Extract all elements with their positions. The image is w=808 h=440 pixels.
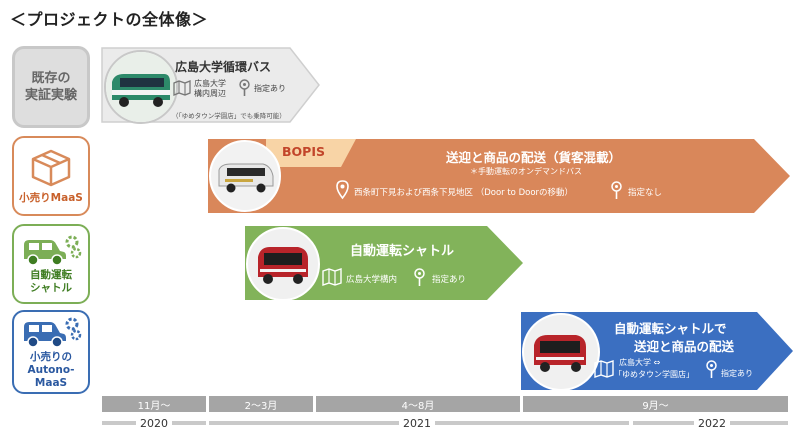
bus-stop-icon (611, 181, 622, 199)
photo-autono-shuttle (522, 313, 600, 391)
category-label-line2: 実証実験 (24, 88, 77, 103)
category-label: 小売りMaaS (19, 191, 83, 204)
category-existing-trial: 既存の 実証実験 (12, 46, 90, 128)
bopis-tag: BOPIS (282, 144, 325, 159)
map-icon (322, 268, 342, 286)
shuttle-location: 広島大学構内 (346, 275, 398, 285)
photo-shuttle (246, 227, 320, 301)
photo-bopis-van (209, 140, 281, 212)
bus-location-line2: 構内周辺 (194, 89, 226, 98)
autono-location-line2: 「ゆめタウン学園店」 (614, 370, 694, 379)
photo-university-bus (104, 50, 178, 124)
map-icon (173, 80, 191, 96)
timeline-period: 4～8月 (316, 396, 520, 412)
bopis-stop-text: 指定なし (628, 188, 663, 198)
banner-bopis-arrow (208, 139, 790, 213)
category-label-line1: 自動運転 (30, 269, 72, 281)
timeline-period: 9月～ (523, 396, 788, 412)
autono-title-line2: 送迎と商品の配送 (634, 339, 735, 354)
bopis-location: 西条町下見および西条下見地区 （Door to Doorの移動） (354, 188, 574, 198)
bopis-title: 送迎と商品の配送（貨客混載） (446, 150, 622, 165)
van-gears-icon (24, 317, 82, 348)
page-title: ＜プロジェクトの全体像＞ (10, 10, 209, 29)
shuttle-image (524, 315, 598, 389)
category-retail-maas: 小売りMaaS (12, 136, 90, 216)
bus-image (106, 52, 176, 122)
bus-stop-icon (414, 268, 425, 286)
timeline-period: 2～3月 (209, 396, 313, 412)
bopis-subtitle: ＊手動運転のオンデマンドバス (470, 167, 582, 176)
box-icon (31, 149, 71, 186)
category-label-line1: 既存の (31, 71, 71, 86)
timeline-period: 11月～ (102, 396, 206, 412)
bus-title: 広島大学循環バス (175, 60, 272, 74)
bus-stop-text: 指定あり (254, 84, 286, 93)
van-gears-icon (24, 235, 82, 266)
bus-note: （「ゆめタウン学園店」でも乗降可能） (172, 112, 286, 120)
category-retail-autono-maas: 小売りの Autono-MaaS (12, 310, 90, 394)
category-label-line1: 小売りの (30, 350, 72, 363)
year-label: 2021 (399, 417, 435, 430)
autono-title-line1: 自動運転シャトルで (614, 321, 727, 336)
category-label-line2: Autono-MaaS (27, 363, 75, 389)
autono-stop-text: 指定あり (721, 369, 753, 378)
category-autonomous-shuttle: 自動運転 シャトル (12, 224, 90, 304)
van-image (211, 142, 279, 210)
shuttle-stop-text: 指定あり (432, 275, 467, 285)
location-pin-icon (336, 180, 349, 200)
category-label-line2: シャトル (30, 282, 72, 294)
shuttle-title: 自動運転シャトル (350, 244, 455, 259)
map-icon (594, 360, 614, 378)
bus-stop-icon (706, 360, 717, 378)
year-label: 2020 (136, 417, 172, 430)
shuttle-image (248, 229, 318, 299)
bus-stop-icon (239, 79, 250, 96)
autono-location-line1: 広島大学 ⇔ (619, 358, 661, 367)
year-label: 2022 (694, 417, 730, 430)
bus-location-line1: 広島大学 (194, 79, 226, 88)
